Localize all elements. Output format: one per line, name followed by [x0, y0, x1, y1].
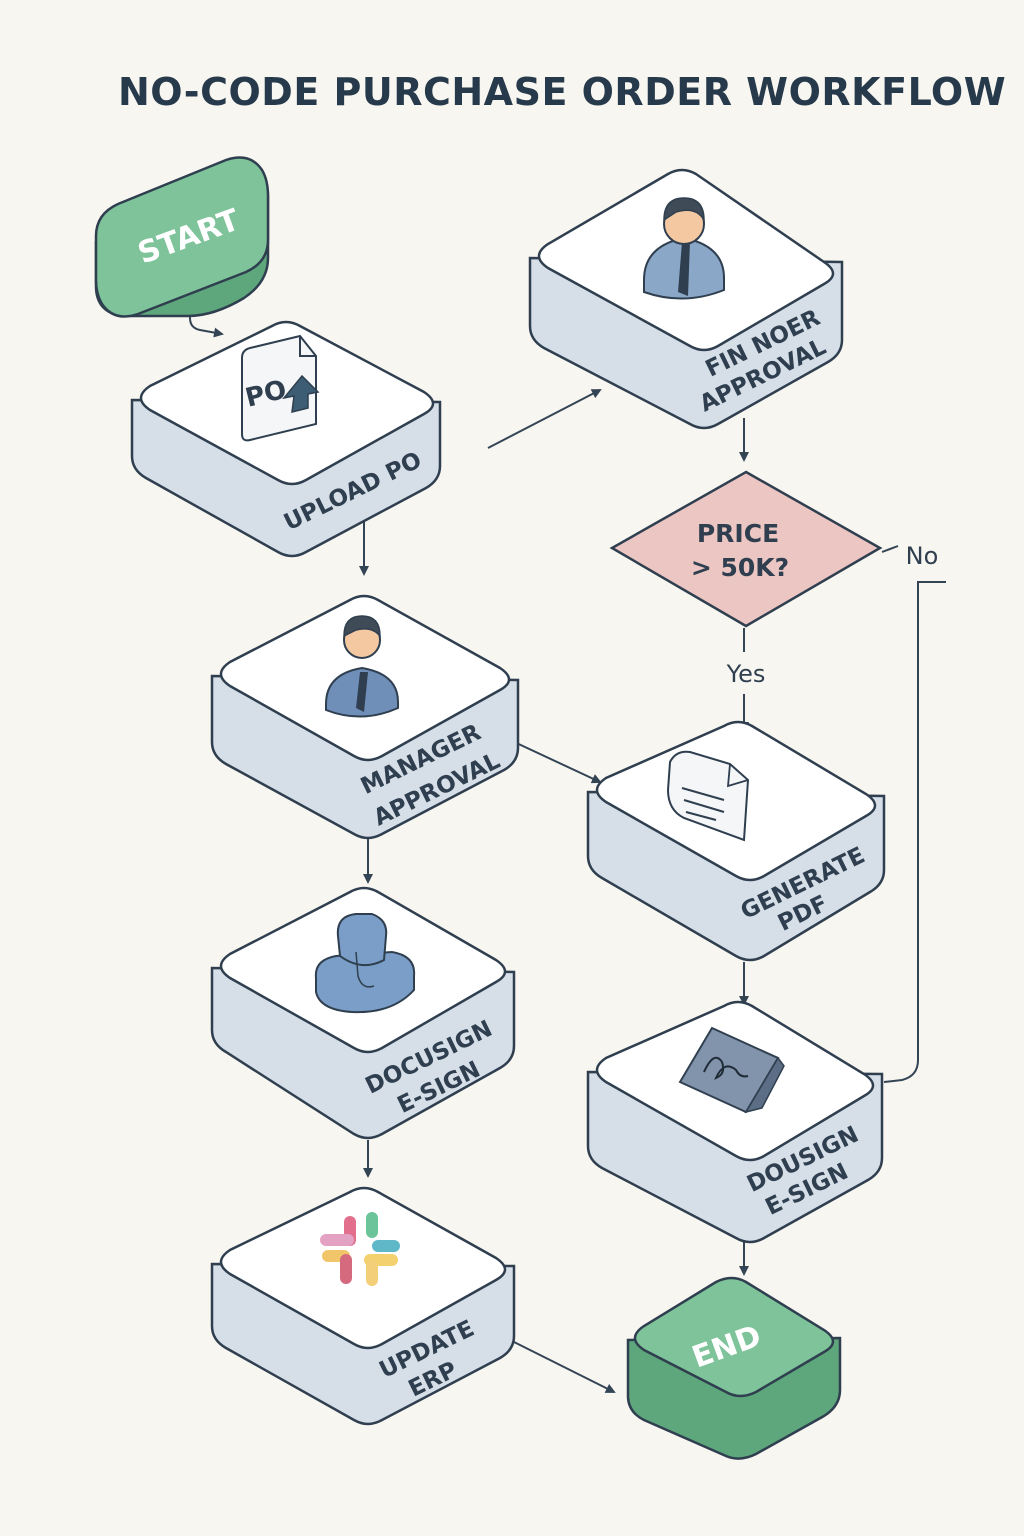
edge-manager-generatepdf [509, 739, 602, 784]
dousign-esign-node: DOUSIGN E-SIGN [586, 1000, 884, 1244]
page-title: NO-CODE PURCHASE ORDER WORKFLOW [118, 70, 1007, 114]
update-erp-node: UPDATE ERP [210, 1186, 516, 1426]
upload-po-node: PO UPLOAD PO [130, 320, 442, 558]
price-decision-node: PRICE > 50K? [609, 470, 883, 628]
start-node: START [94, 156, 270, 318]
stamp-icon [314, 913, 416, 1014]
signature-pad-icon [678, 1026, 785, 1114]
connectors [189, 298, 946, 1393]
slack-logo-icon [320, 1212, 400, 1286]
document-icon [666, 750, 750, 842]
end-node: END [626, 1276, 842, 1460]
edge-label-no: No [906, 542, 939, 570]
manager-person-icon [325, 615, 399, 718]
finance-person-icon [643, 197, 725, 300]
finance-approval-node: FIN NOER APPROVAL [528, 168, 844, 430]
generate-pdf-node: GENERATE PDF [586, 720, 886, 962]
docusign-esign-node: DOCUSIGN E-SIGN [210, 886, 516, 1140]
edge-label-yes: Yes [726, 660, 766, 688]
edge-updateerp-end [509, 1339, 616, 1393]
edge-price-no [881, 545, 946, 1083]
price-decision-line1: PRICE [697, 519, 779, 548]
file-upload-icon: PO [241, 334, 320, 442]
edge-upload-finance [487, 389, 602, 449]
manager-approval-node: MANAGER APPROVAL [210, 594, 520, 840]
edge-start-upload [189, 298, 224, 338]
price-decision-line2: > 50K? [691, 553, 789, 582]
